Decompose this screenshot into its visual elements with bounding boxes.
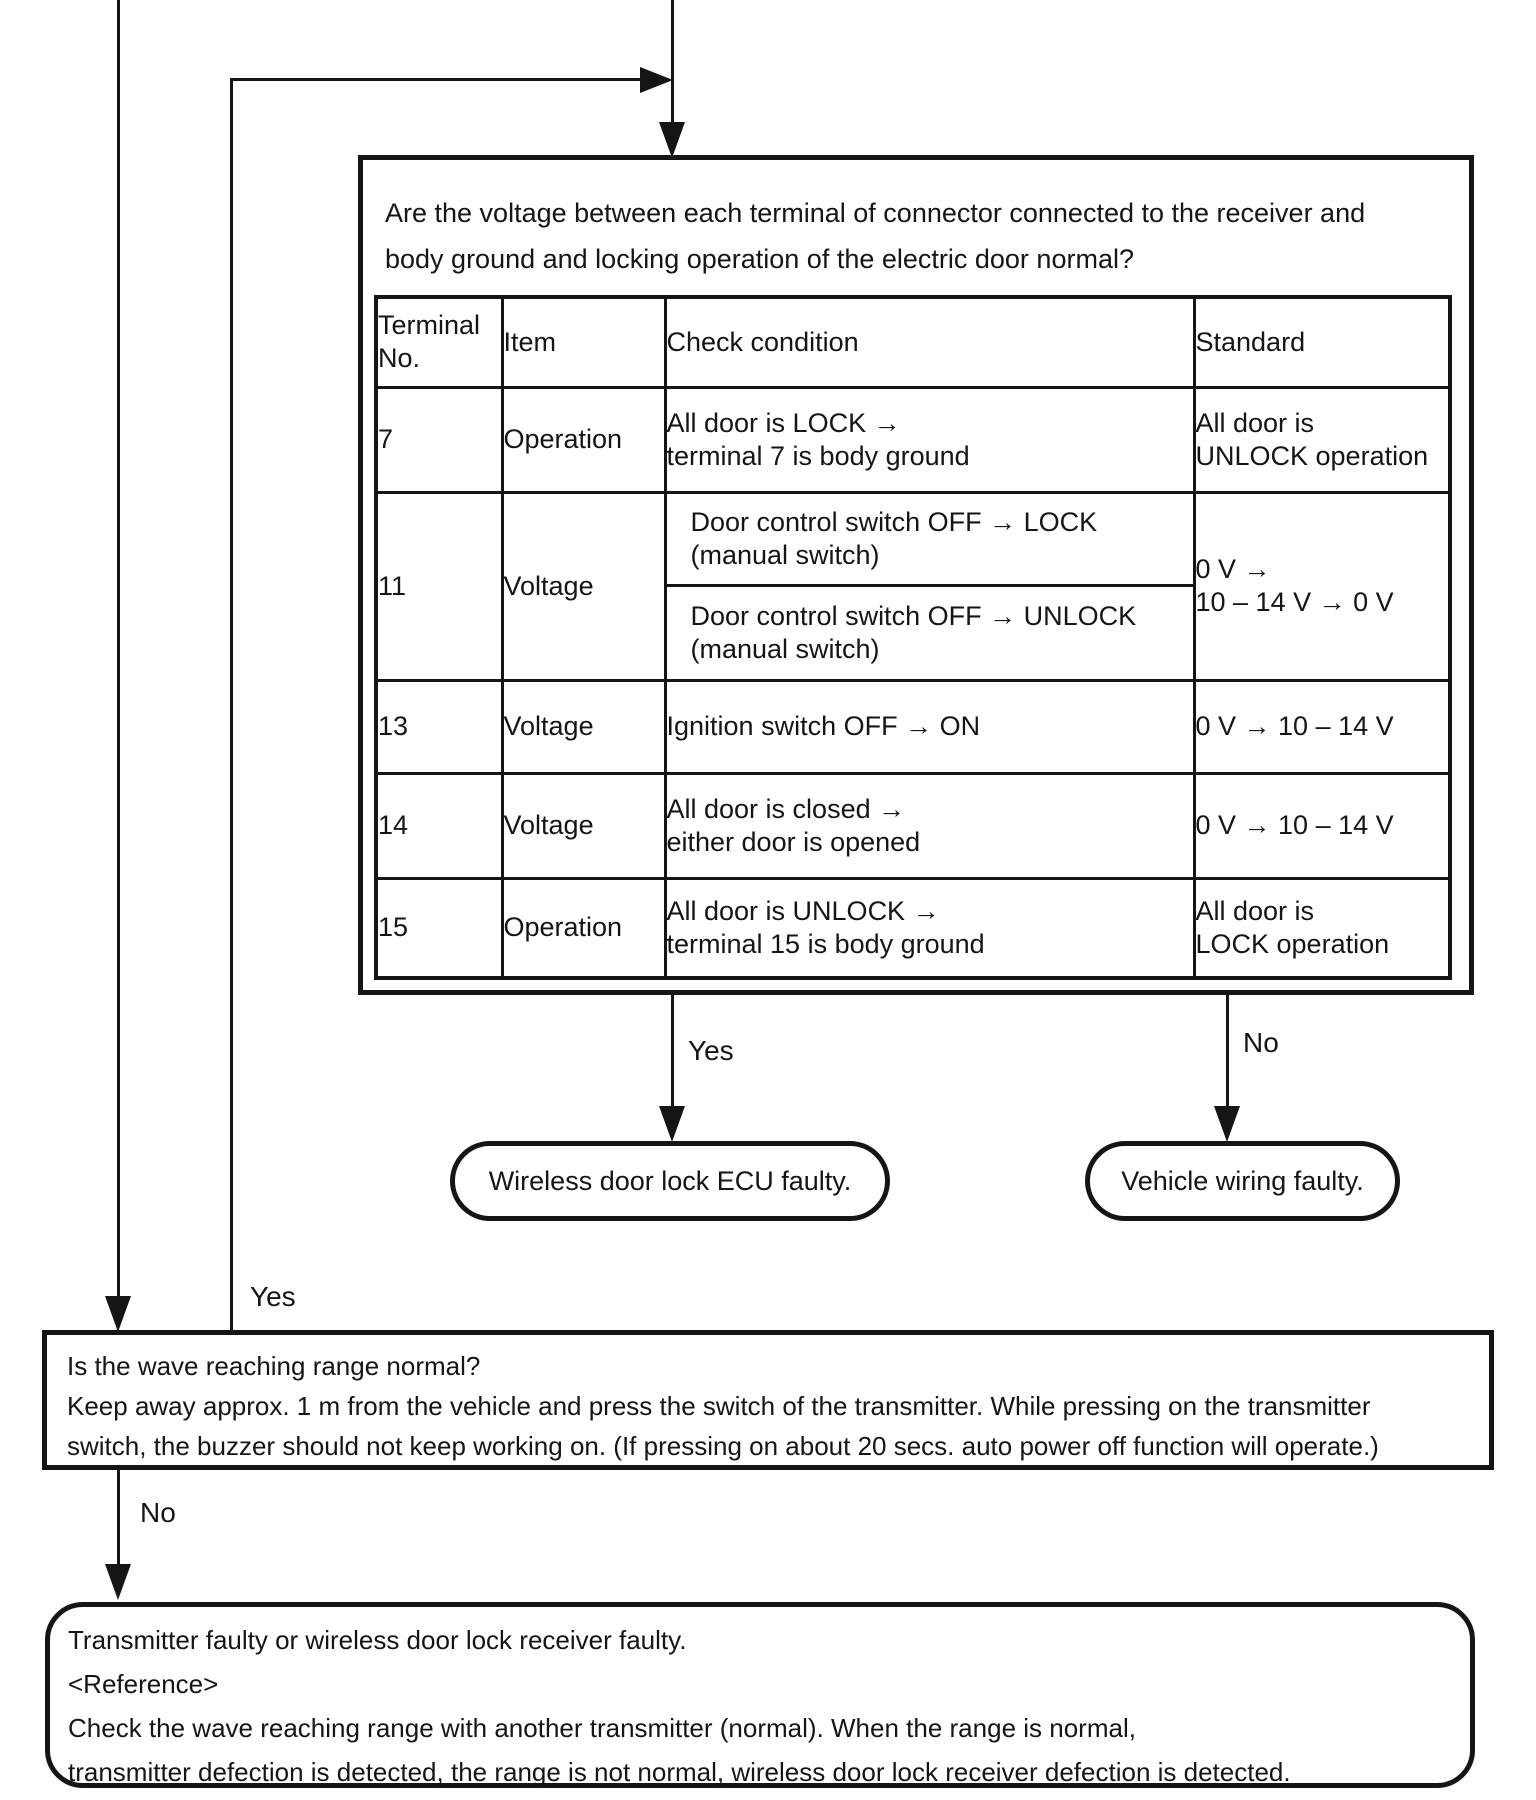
no-label-question: No xyxy=(1243,1027,1279,1058)
terminal-no: 14 xyxy=(374,771,504,880)
wave-range-box: Is the wave reaching range normal? Keep … xyxy=(42,1330,1494,1470)
arrowhead-into-ecu-pill xyxy=(659,1106,685,1142)
standard: 0 V → 10 – 14 V → 0 V xyxy=(1192,490,1452,682)
item: Operation xyxy=(500,876,667,980)
final-line-3: Check the wave reaching range with anoth… xyxy=(68,1713,1136,1743)
final-line-4: transmitter defection is detected, the r… xyxy=(68,1757,1291,1787)
question-line-1: Are the voltage between each terminal of… xyxy=(385,198,1366,228)
table-row-terminal-11: 11 Voltage Door control switch OFF → LOC… xyxy=(374,490,1452,682)
check-condition-split: Door control switch OFF → LOCK (manual s… xyxy=(663,490,1196,682)
wave-range-text: Is the wave reaching range normal? Keep … xyxy=(67,1346,1379,1466)
ecu-faulty-text: Wireless door lock ECU faulty. xyxy=(488,1165,852,1196)
item: Operation xyxy=(500,385,667,494)
terminal-wiring-faulty: Vehicle wiring faulty. xyxy=(1085,1141,1400,1221)
table-row-terminal-15: 15 Operation All door is UNLOCK → termin… xyxy=(374,876,1452,980)
standard: 0 V → 10 – 14 V xyxy=(1192,771,1452,880)
question-line-2: body ground and locking operation of the… xyxy=(385,244,1134,274)
connector-left-vertical xyxy=(117,0,120,1296)
check-condition: All door is closed → either door is open… xyxy=(663,771,1196,880)
terminal-no: 7 xyxy=(374,385,504,494)
item: Voltage xyxy=(500,490,667,682)
arrowhead-into-entry-line xyxy=(640,67,673,93)
arrowhead-into-final-box xyxy=(105,1564,131,1600)
terminal-no: 11 xyxy=(374,490,504,682)
yes-label-wave-path: Yes xyxy=(250,1281,296,1312)
final-result-box: Transmitter faulty or wireless door lock… xyxy=(45,1602,1475,1788)
connector-top-horizontal xyxy=(230,78,642,81)
wave-line-3: switch, the buzzer should not keep worki… xyxy=(67,1431,1379,1461)
terminal-ecu-faulty: Wireless door lock ECU faulty. xyxy=(450,1141,890,1221)
final-result-text: Transmitter faulty or wireless door lock… xyxy=(68,1618,1291,1794)
no-label-wave: No xyxy=(140,1497,176,1528)
check-table: Terminal No. Item Check condition Standa… xyxy=(374,295,1452,980)
standard: 0 V → 10 – 14 V xyxy=(1192,678,1452,775)
item: Voltage xyxy=(500,678,667,775)
table-row-terminal-14: 14 Voltage All door is closed → either d… xyxy=(374,771,1452,880)
arrowhead-into-question-box xyxy=(659,122,685,158)
check-condition-unlock: Door control switch OFF → UNLOCK (manual… xyxy=(690,600,1137,664)
standard: All door is UNLOCK operation xyxy=(1192,385,1452,494)
connector-no-to-final xyxy=(117,1470,120,1566)
terminal-no: 13 xyxy=(374,678,504,775)
final-line-2: <Reference> xyxy=(68,1669,219,1699)
item: Voltage xyxy=(500,771,667,880)
header-standard: Standard xyxy=(1192,295,1452,389)
check-condition: All door is LOCK → terminal 7 is body gr… xyxy=(663,385,1196,494)
standard: All door is LOCK operation xyxy=(1192,876,1452,980)
table-header-row: Terminal No. Item Check condition Standa… xyxy=(374,295,1452,389)
question-box: Are the voltage between each terminal of… xyxy=(358,155,1474,995)
arrowhead-into-wiring-pill xyxy=(1214,1106,1240,1142)
wave-line-2: Keep away approx. 1 m from the vehicle a… xyxy=(67,1391,1371,1421)
question-text: Are the voltage between each terminal of… xyxy=(385,190,1365,282)
yes-label-question: Yes xyxy=(688,1035,734,1066)
wiring-faulty-text: Vehicle wiring faulty. xyxy=(1121,1165,1364,1196)
header-item: Item xyxy=(500,295,667,389)
table-row-terminal-7: 7 Operation All door is LOCK → terminal … xyxy=(374,385,1452,494)
wave-line-1: Is the wave reaching range normal? xyxy=(67,1351,481,1381)
check-condition: Ignition switch OFF → ON xyxy=(663,678,1196,775)
check-condition: All door is UNLOCK → terminal 15 is body… xyxy=(663,876,1196,980)
header-terminal-no: Terminal No. xyxy=(374,295,504,389)
connector-yes-vertical xyxy=(230,78,233,1330)
terminal-no: 15 xyxy=(374,876,504,980)
header-check-condition: Check condition xyxy=(663,295,1196,389)
final-line-1: Transmitter faulty or wireless door lock… xyxy=(68,1625,687,1655)
connector-no-to-wiring xyxy=(1226,995,1229,1107)
table-row-terminal-13: 13 Voltage Ignition switch OFF → ON 0 V … xyxy=(374,678,1452,775)
connector-question-entry xyxy=(671,0,674,124)
check-condition-lock: Door control switch OFF → LOCK (manual s… xyxy=(666,494,1193,587)
arrowhead-left-into-wave-box xyxy=(105,1296,131,1332)
connector-yes-to-ecu xyxy=(671,995,674,1107)
